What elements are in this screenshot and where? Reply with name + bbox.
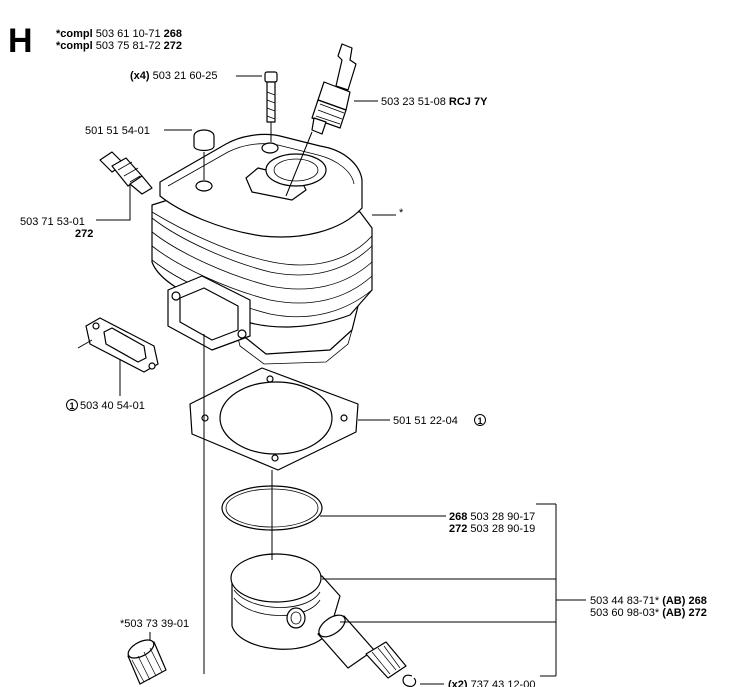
piston-ring-model-272: 272 bbox=[449, 523, 467, 535]
needle-bearing-illustration bbox=[127, 639, 167, 685]
piston-kit-model-272: 272 bbox=[688, 607, 706, 619]
piston-kit-code-268: (AB) bbox=[662, 595, 686, 607]
section-letter: H bbox=[8, 22, 33, 60]
piston-kit-number-268: 503 44 83-71* bbox=[590, 595, 660, 607]
screw-callout: (x4) 503 21 60-25 bbox=[130, 70, 217, 82]
piston-illustration bbox=[230, 553, 341, 650]
piston-kit-callout-272: 503 60 98-03* (AB) 272 bbox=[590, 607, 707, 619]
header-1-number: 503 61 10-71 bbox=[96, 28, 161, 40]
cylinder-illustration bbox=[151, 133, 373, 365]
valve-number: 503 71 53-01 bbox=[20, 216, 85, 228]
header-1-model: 268 bbox=[164, 28, 182, 40]
plug-cap-callout: 501 51 54-01 bbox=[85, 125, 150, 137]
piston-kit-code-272: (AB) bbox=[662, 607, 686, 619]
piston-ring-number-268: 503 28 90-17 bbox=[470, 511, 535, 523]
spark-plug-type: RCJ 7Y bbox=[449, 96, 488, 108]
valve-illustration bbox=[99, 151, 153, 195]
spark-plug-illustration bbox=[311, 43, 357, 135]
exhaust-gasket-callout: 1 503 40 54-01 bbox=[66, 399, 145, 412]
circlip-qty: (x2) bbox=[448, 679, 468, 687]
cylinder-gasket-number: 501 51 22-04 bbox=[393, 415, 458, 427]
screw-illustration bbox=[264, 71, 278, 123]
piston-kit-callout-268: 503 44 83-71* (AB) 268 bbox=[590, 595, 707, 607]
cylinder-callout: * bbox=[399, 207, 404, 219]
circlip-number: 737 43 12-00 bbox=[471, 679, 536, 687]
exhaust-gasket-number: 503 40 54-01 bbox=[80, 400, 145, 412]
piston-ring-callout-268: 268 503 28 90-17 bbox=[449, 511, 535, 523]
leader-lines bbox=[77, 75, 586, 685]
screw-qty: (x4) bbox=[130, 70, 150, 82]
circlip-callout: (x2) 737 43 12-00 bbox=[448, 679, 535, 687]
header-1-prefix: *compl bbox=[56, 28, 93, 40]
cylinder-gasket-callout: 501 51 22-04 1 bbox=[393, 414, 486, 427]
exhaust-gasket-illustration bbox=[85, 317, 159, 373]
piston-ring-number-272: 503 28 90-19 bbox=[470, 523, 535, 535]
svg-text:*compl 503 61 10-71 268: *compl 503 61 10-71 268 bbox=[56, 28, 182, 40]
circlip-illustration bbox=[402, 674, 417, 687]
header-2-model: 272 bbox=[164, 40, 182, 52]
cylinder-gasket-circle-num: 1 bbox=[477, 416, 482, 426]
valve-model: 272 bbox=[75, 228, 93, 240]
piston-ring-callout-272: 272 503 28 90-19 bbox=[449, 523, 535, 535]
header-line-1: *compl 503 61 10-71 268 bbox=[56, 28, 182, 40]
piston-ring-model-268: 268 bbox=[449, 511, 467, 523]
header-2-prefix: *compl bbox=[56, 40, 93, 52]
header-line-2: *compl 503 75 81-72 272 bbox=[56, 40, 182, 52]
header-2-number: 503 75 81-72 bbox=[96, 40, 161, 52]
plug-cap-illustration bbox=[193, 129, 215, 152]
cylinder-gasket-illustration bbox=[189, 367, 359, 471]
needle-bearing-callout: *503 73 39-01 bbox=[120, 618, 189, 630]
svg-text:*compl 503 75 81-72 272: *compl 503 75 81-72 272 bbox=[56, 40, 182, 52]
spark-plug-number: 503 23 51-08 bbox=[381, 96, 446, 108]
spark-plug-callout: 503 23 51-08 RCJ 7Y bbox=[381, 96, 488, 108]
needle-bearing-small-illustration bbox=[365, 641, 407, 679]
plug-cap-number: 501 51 54-01 bbox=[85, 125, 150, 137]
screw-number: 503 21 60-25 bbox=[153, 70, 218, 82]
piston-kit-model-268: 268 bbox=[688, 595, 706, 607]
piston-kit-number-272: 503 60 98-03* bbox=[590, 607, 660, 619]
exhaust-gasket-circle-num: 1 bbox=[69, 401, 74, 411]
valve-callout: 503 71 53-01 bbox=[20, 216, 85, 228]
